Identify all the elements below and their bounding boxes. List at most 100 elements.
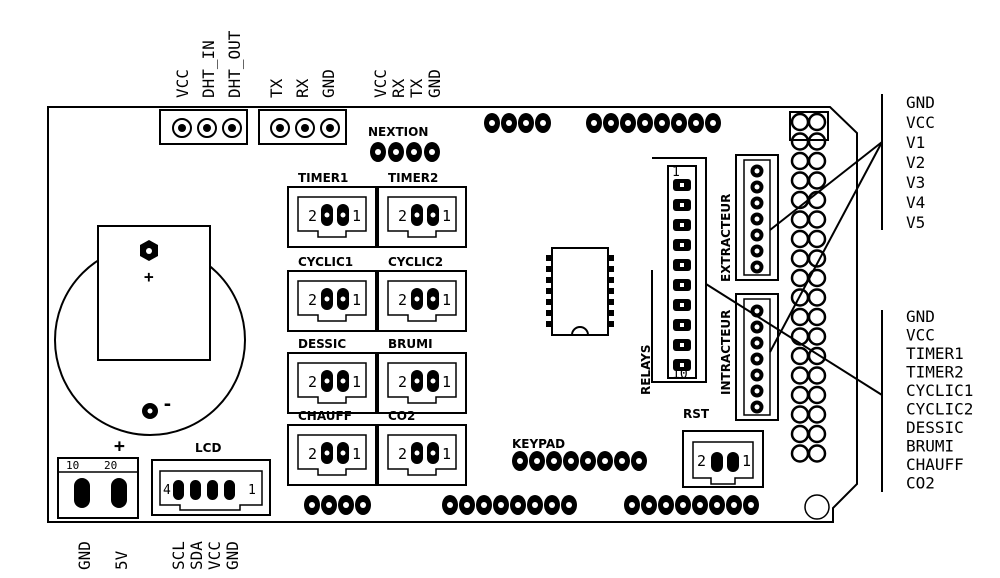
bottom-label-vcc: VCC: [205, 541, 224, 570]
power-plus-label: +: [114, 436, 125, 457]
connector-dessic: DESSIC 2 1: [287, 337, 377, 414]
relays-connector: 1 10 RELAYS: [639, 157, 707, 395]
pointer-lines: [705, 141, 883, 396]
legend-item: V3: [906, 173, 925, 192]
connector-label: TIMER1: [298, 171, 348, 185]
relay-pin-10-label: 10: [672, 367, 688, 382]
legend-item: V1: [906, 133, 925, 152]
connector-pin-2: 2: [398, 445, 407, 463]
label-nextion-gnd: GND: [425, 69, 444, 98]
legend-item: CHAUFF: [906, 455, 964, 474]
bottom-label-sda: SDA: [187, 541, 206, 570]
legend-item: CYCLIC1: [906, 381, 973, 400]
legend-item: GND: [906, 93, 935, 112]
power-pin-20: 20: [104, 459, 117, 472]
connector-cyclic1: CYCLIC1 2 1: [287, 255, 377, 332]
board-outline: [47, 106, 858, 523]
arduino-header-top-1: [484, 113, 551, 133]
arduino-header-bottom-2: [442, 495, 577, 515]
keypad-label: KEYPAD: [512, 437, 565, 451]
legend-item: TIMER2: [906, 363, 964, 382]
label-dht-in: DHT_IN: [199, 40, 218, 98]
connector-pin-2: 2: [308, 207, 317, 225]
connector-pin-1: 1: [352, 291, 361, 309]
arduino-header-bottom-1: [304, 495, 371, 515]
legend-item: VCC: [906, 113, 935, 132]
intracteur-connector: INTRACTEUR: [719, 293, 779, 421]
label-gnd: GND: [319, 69, 338, 98]
connector-pin-2: 2: [398, 291, 407, 309]
power-pin-10: 10: [66, 459, 79, 472]
lcd-connector: 4 1: [151, 459, 271, 516]
legend-bottom: GNDVCCTIMER1TIMER2CYCLIC1CYCLIC2DESSICBR…: [906, 307, 973, 493]
connector-pin-1: 1: [352, 373, 361, 391]
connector-label: CYCLIC1: [298, 255, 353, 269]
ic-chip: [546, 247, 614, 336]
label-nextion-vcc: VCC: [371, 69, 390, 98]
keypad-header: [512, 451, 647, 471]
label-nextion-tx: TX: [407, 78, 426, 98]
lcd-label: LCD: [195, 441, 221, 455]
label-dht-out: DHT_OUT: [225, 30, 244, 98]
connector-label: CYCLIC2: [388, 255, 443, 269]
rst-pin-2: 2: [697, 452, 706, 470]
bottom-labels: GND 5V SCL SDA VCC GND: [75, 541, 242, 570]
connector-pin-2: 2: [398, 207, 407, 225]
relay-pin-1-label: 1: [672, 165, 680, 180]
connector-pin-2: 2: [308, 291, 317, 309]
arduino-header-right: [789, 111, 829, 463]
connector-label: TIMER2: [388, 171, 438, 185]
battery-holder: + -: [54, 225, 246, 436]
legend-item: V5: [906, 213, 925, 232]
label-rx: RX: [293, 78, 312, 98]
battery-plus: +: [144, 267, 154, 286]
relays-label: RELAYS: [639, 344, 653, 395]
arduino-header-top-2: [586, 113, 721, 133]
label-tx: TX: [267, 78, 286, 98]
legend-item: DESSIC: [906, 418, 964, 437]
connector-label: BRUMI: [388, 337, 433, 351]
extracteur-connector: EXTRACTEUR: [719, 154, 779, 282]
intracteur-label: INTRACTEUR: [719, 310, 733, 395]
rst-connector: 2 1: [682, 430, 764, 488]
legend-item: CO2: [906, 474, 935, 493]
nextion-header: [370, 142, 440, 162]
connector-label: DESSIC: [298, 337, 346, 351]
connector-pin-1: 1: [442, 373, 451, 391]
rst-label: RST: [683, 407, 710, 421]
bottom-label-5v: 5V: [112, 550, 131, 570]
battery-minus: -: [162, 394, 173, 415]
arduino-header-bottom-3: [624, 495, 759, 515]
legend-item: V2: [906, 153, 925, 172]
label-nextion-rx: RX: [389, 78, 408, 98]
serial-terminal: [258, 109, 347, 145]
connector-pin-1: 1: [352, 207, 361, 225]
label-vcc: VCC: [173, 69, 192, 98]
dht-terminal: [159, 109, 248, 145]
legend-item: GND: [906, 307, 935, 326]
legend-item: BRUMI: [906, 437, 954, 456]
lcd-pin-4: 4: [163, 483, 171, 498]
connector-pin-2: 2: [308, 373, 317, 391]
bottom-label-gnd: GND: [75, 541, 94, 570]
connector-pin-2: 2: [398, 373, 407, 391]
bottom-label-lcd-gnd: GND: [223, 541, 242, 570]
rst-pin-1: 1: [742, 452, 751, 470]
nextion-label: NEXTION: [368, 125, 428, 139]
connector-label: CHAUFF: [298, 409, 352, 423]
bottom-label-scl: SCL: [169, 541, 188, 570]
connector-pin-2: 2: [308, 445, 317, 463]
extracteur-label: EXTRACTEUR: [719, 194, 733, 282]
legend-item: TIMER1: [906, 344, 964, 363]
mounting-hole: [804, 494, 830, 520]
connector-timer1: TIMER1 2 1: [287, 171, 377, 248]
connector-pin-1: 1: [442, 445, 451, 463]
connector-brumi: BRUMI 2 1: [377, 337, 467, 414]
